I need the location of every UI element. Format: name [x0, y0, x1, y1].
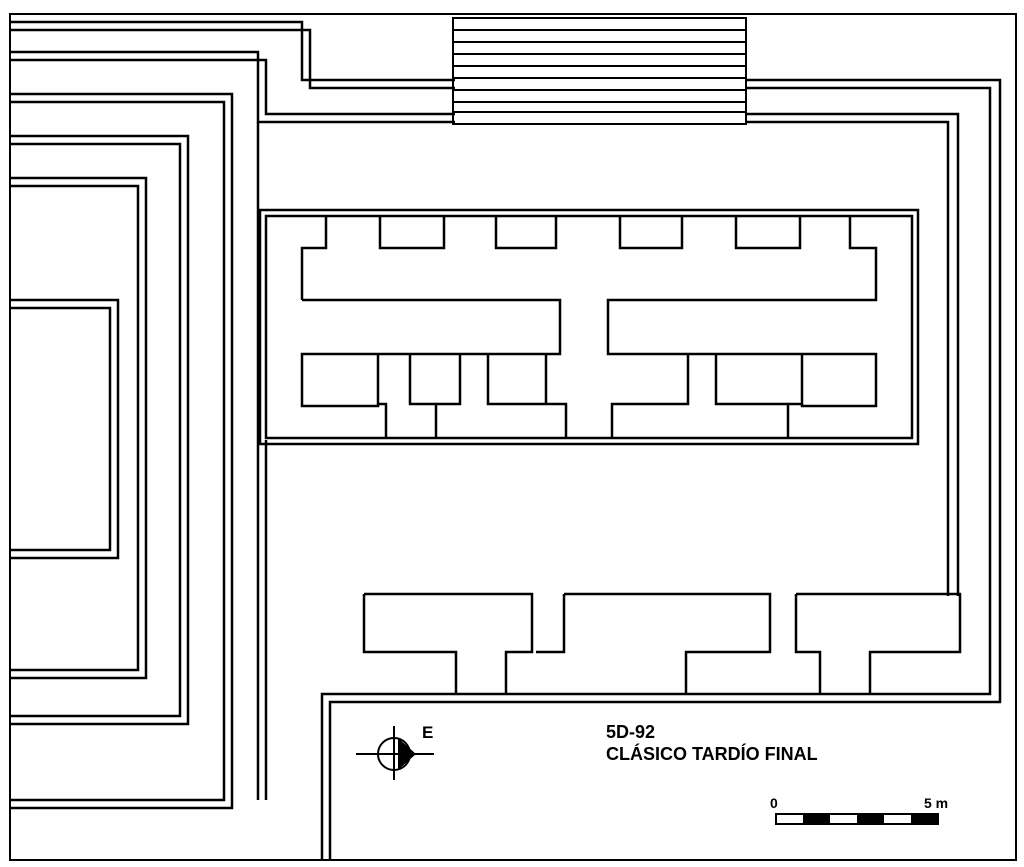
period-label: CLÁSICO TARDÍO FINAL — [606, 743, 818, 764]
range-building — [258, 208, 920, 446]
staircase — [452, 17, 747, 125]
structure-code: 5D-92 — [606, 722, 655, 742]
compass-arrow-icon — [356, 726, 434, 780]
platform-terraces — [10, 20, 1002, 860]
south-building — [362, 592, 962, 694]
direction-label: E — [422, 723, 433, 742]
stepped-pyramid — [10, 92, 234, 810]
scale-end-label: 5 m — [924, 795, 948, 811]
scale-start-label: 0 — [770, 795, 778, 811]
drawing-border — [9, 13, 1017, 861]
scale-bar — [775, 813, 939, 825]
